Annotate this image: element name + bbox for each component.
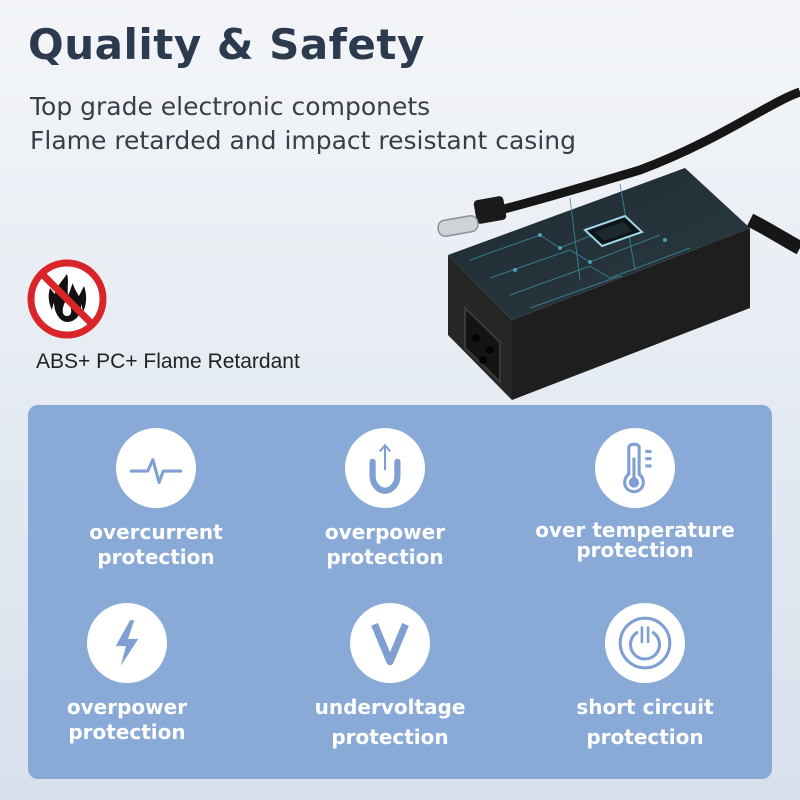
feature-over-temperature: over temperature protection <box>520 428 750 560</box>
no-fire-icon <box>27 259 107 339</box>
voltage-v-icon <box>371 623 409 666</box>
feature-label-line2: protection <box>68 720 186 744</box>
thermometer-icon <box>623 442 652 494</box>
feature-overpower-2: overpower protection <box>12 603 242 745</box>
power-adapter-image <box>437 87 800 400</box>
subtitle-components: Top grade electronic componets <box>30 92 431 121</box>
feature-short-circuit: short circuit protection <box>530 603 760 750</box>
feature-label-line1: short circuit <box>576 695 714 719</box>
feature-overcurrent: overcurrent protection <box>41 428 271 570</box>
feature-label-line1: over temperature <box>535 518 735 542</box>
current-pulse-icon <box>129 458 183 485</box>
feature-label-line1: undervoltage <box>314 695 466 719</box>
feature-label-line1: overpower <box>66 695 188 719</box>
page-title: Quality & Safety <box>28 20 425 69</box>
power-magnet-icon <box>369 443 401 494</box>
feature-label-line2: protection <box>586 725 704 749</box>
feature-label-line1: overpower <box>324 520 446 544</box>
feature-label-line2: protection <box>331 725 449 749</box>
feature-overpower: overpower protection <box>270 428 500 570</box>
feature-undervoltage: undervoltage protection <box>275 603 505 750</box>
feature-label-line2: protection <box>326 545 444 569</box>
subtitle-casing: Flame retarded and impact resistant casi… <box>30 126 576 155</box>
feature-label-line2: protection <box>97 545 215 569</box>
feature-label-line2: protection <box>576 538 694 562</box>
material-label: ABS+ PC+ Flame Retardant <box>36 350 300 373</box>
protection-panel: overcurrent protection overpower protect… <box>28 405 772 779</box>
power-button-icon <box>618 616 672 670</box>
lightning-bolt-icon <box>115 620 139 666</box>
feature-label-line1: overcurrent <box>89 520 223 544</box>
